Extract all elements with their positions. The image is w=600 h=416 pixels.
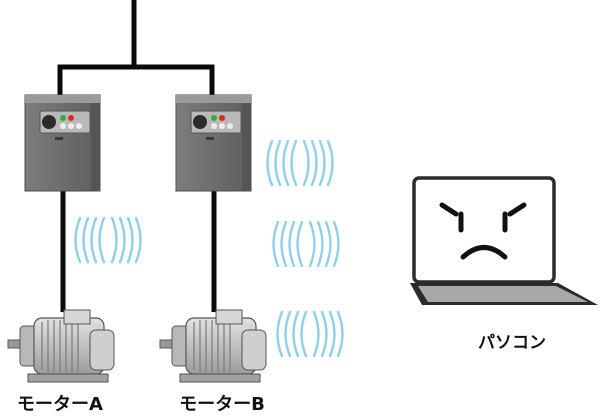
laptop-pc (410, 176, 598, 305)
inverter-b (175, 94, 252, 192)
noise-wave-motor-a-icon (74, 216, 142, 264)
pc-label: パソコン (478, 333, 546, 353)
noise-wave-inverter-b-icon (266, 139, 334, 187)
sad-face-icon (439, 202, 527, 260)
inverter-b-dial-icon (193, 115, 207, 129)
power-wiring (57, 0, 217, 312)
motor-b-label: モーターB (179, 394, 265, 415)
noise-wave-motor-b-icon (276, 310, 344, 358)
inverter-a (24, 94, 101, 192)
inverter-a-dial-icon (42, 115, 56, 129)
motor-b (159, 309, 267, 383)
noise-wave-wire-b-icon (272, 220, 340, 268)
laptop-screen (412, 176, 556, 284)
motor-a-label: モーターA (17, 394, 103, 415)
laptop-keyboard (418, 286, 588, 302)
motor-a (7, 309, 115, 383)
branch-power-line (57, 64, 215, 97)
